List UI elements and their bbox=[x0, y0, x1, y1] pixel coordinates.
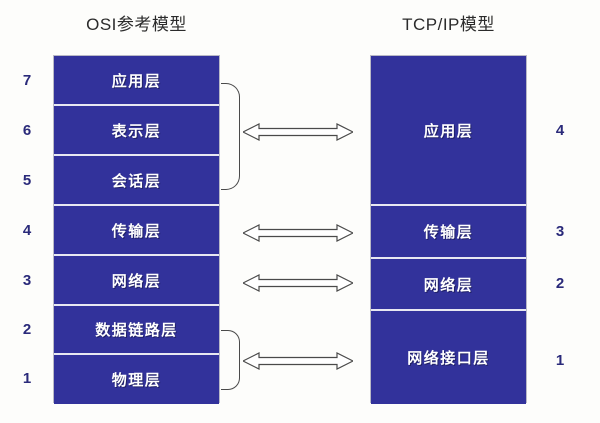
osi-layer-number-4: 4 bbox=[22, 222, 32, 239]
osi-layer-application[interactable]: 应用层 bbox=[54, 56, 219, 106]
tcpip-layer-stack: 应用层 传输层 网络层 网络接口层 bbox=[370, 55, 527, 404]
tcpip-layer-transport[interactable]: 传输层 bbox=[371, 206, 526, 259]
osi-layer-data-link[interactable]: 数据链路层 bbox=[54, 306, 219, 355]
mapping-arrow-network-interface bbox=[243, 350, 353, 372]
brace-osi-lower-layers bbox=[221, 330, 240, 390]
tcpip-model-title: TCP/IP模型 bbox=[402, 15, 495, 34]
osi-layer-number-5: 5 bbox=[22, 172, 32, 189]
tcpip-layer-number-3: 3 bbox=[555, 223, 565, 240]
osi-layer-network[interactable]: 网络层 bbox=[54, 256, 219, 306]
osi-layer-stack: 应用层 表示层 会话层 传输层 网络层 数据链路层 物理层 bbox=[53, 55, 220, 404]
osi-layer-physical[interactable]: 物理层 bbox=[54, 355, 219, 404]
tcpip-layer-network-interface[interactable]: 网络接口层 bbox=[371, 311, 526, 404]
mapping-arrow-application bbox=[243, 121, 353, 143]
osi-layer-transport[interactable]: 传输层 bbox=[54, 206, 219, 256]
tcpip-layer-internet[interactable]: 网络层 bbox=[371, 259, 526, 311]
osi-layer-number-7: 7 bbox=[22, 72, 32, 89]
tcpip-layer-number-4: 4 bbox=[555, 122, 565, 139]
tcpip-layer-number-2: 2 bbox=[555, 275, 565, 292]
osi-layer-number-1: 1 bbox=[22, 370, 32, 387]
osi-layer-number-6: 6 bbox=[22, 122, 32, 139]
mapping-arrow-transport bbox=[243, 222, 353, 244]
osi-layer-session[interactable]: 会话层 bbox=[54, 156, 219, 206]
brace-osi-upper-layers bbox=[221, 83, 240, 190]
osi-model-title: OSI参考模型 bbox=[86, 15, 187, 34]
osi-layer-number-2: 2 bbox=[22, 321, 32, 338]
osi-layer-presentation[interactable]: 表示层 bbox=[54, 106, 219, 156]
tcpip-layer-application[interactable]: 应用层 bbox=[371, 56, 526, 206]
mapping-arrow-network bbox=[243, 272, 353, 294]
tcpip-layer-number-1: 1 bbox=[555, 352, 565, 369]
osi-layer-number-3: 3 bbox=[22, 272, 32, 289]
